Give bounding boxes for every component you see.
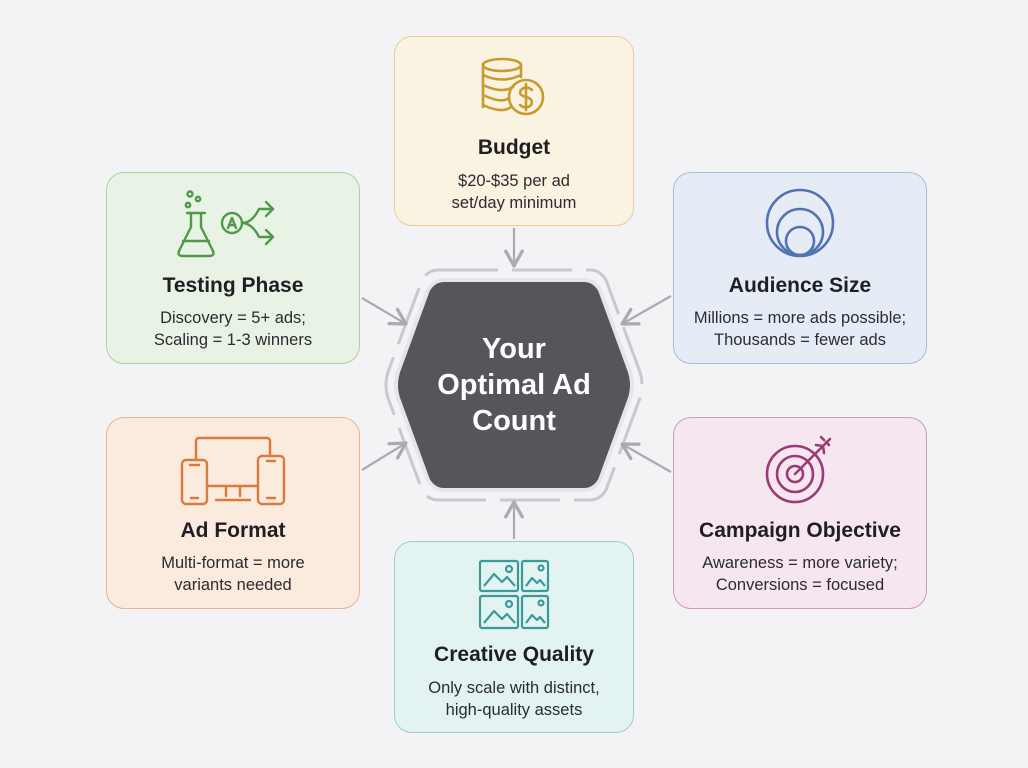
flask-ab-test-icon: [177, 190, 275, 258]
ad-format-card: Ad Format Multi-format = more variants n…: [106, 417, 360, 609]
arrow-audience: [620, 295, 672, 326]
arrow-format: [361, 441, 408, 471]
format-desc-line-1: Multi-format = more: [161, 554, 305, 572]
creative-quality-title: Creative Quality: [434, 643, 594, 666]
coins-dollar-icon: [481, 57, 545, 116]
quality-desc-line-1: Only scale with distinct,: [428, 679, 600, 697]
quality-desc-line-2: high-quality assets: [445, 701, 583, 719]
objective-desc-line-2: Conversions = focused: [715, 576, 885, 594]
campaign-objective-card: Campaign Objective Awareness = more vari…: [673, 417, 927, 609]
nested-circles-icon: [765, 188, 835, 258]
testing-phase-title: Testing Phase: [162, 274, 304, 297]
center-hexagon: [394, 278, 634, 492]
ad-format-title: Ad Format: [180, 519, 286, 542]
center-line-1: Your: [482, 333, 546, 365]
audience-size-title: Audience Size: [728, 274, 872, 297]
campaign-objective-description: Awareness = more variety; Conversions = …: [674, 552, 926, 596]
budget-description: $20-$35 per ad set/day minimum: [395, 170, 633, 214]
center-label: Your Optimal Ad Count: [396, 278, 632, 492]
budget-title: Budget: [477, 136, 551, 159]
objective-desc-line-1: Awareness = more variety;: [702, 554, 898, 572]
audience-desc-line-2: Thousands = fewer ads: [714, 331, 886, 349]
devices-icon: [180, 436, 286, 506]
center-line-3: Count: [472, 405, 556, 437]
budget-desc-line-2: set/day minimum: [451, 194, 577, 212]
budget-card: Budget $20-$35 per ad set/day minimum: [394, 36, 634, 226]
hexagon-outline: [384, 268, 644, 502]
audience-size-description: Millions = more ads possible; Thousands …: [674, 307, 926, 351]
format-desc-line-2: variants needed: [174, 576, 292, 594]
testing-phase-card: Testing Phase Discovery = 5+ ads; Scalin…: [106, 172, 360, 364]
arrow-objective: [620, 442, 672, 473]
campaign-objective-title: Campaign Objective: [699, 519, 901, 542]
testing-desc-line-1: Discovery = 5+ ads;: [160, 309, 306, 327]
audience-size-card: Audience Size Millions = more ads possib…: [673, 172, 927, 364]
budget-desc-line-1: $20-$35 per ad: [458, 172, 570, 190]
testing-desc-line-2: Scaling = 1-3 winners: [153, 331, 313, 349]
ad-format-description: Multi-format = more variants needed: [107, 552, 359, 596]
testing-phase-description: Discovery = 5+ ads; Scaling = 1-3 winner…: [107, 307, 359, 351]
center-line-2: Optimal Ad: [437, 369, 591, 401]
arrow-testing: [361, 297, 408, 326]
creative-quality-card: Creative Quality Only scale with distinc…: [394, 541, 634, 733]
target-arrow-icon: [765, 435, 832, 504]
creative-quality-description: Only scale with distinct, high-quality a…: [395, 677, 633, 721]
image-grid-icon: [478, 559, 550, 630]
audience-desc-line-1: Millions = more ads possible;: [693, 309, 907, 327]
